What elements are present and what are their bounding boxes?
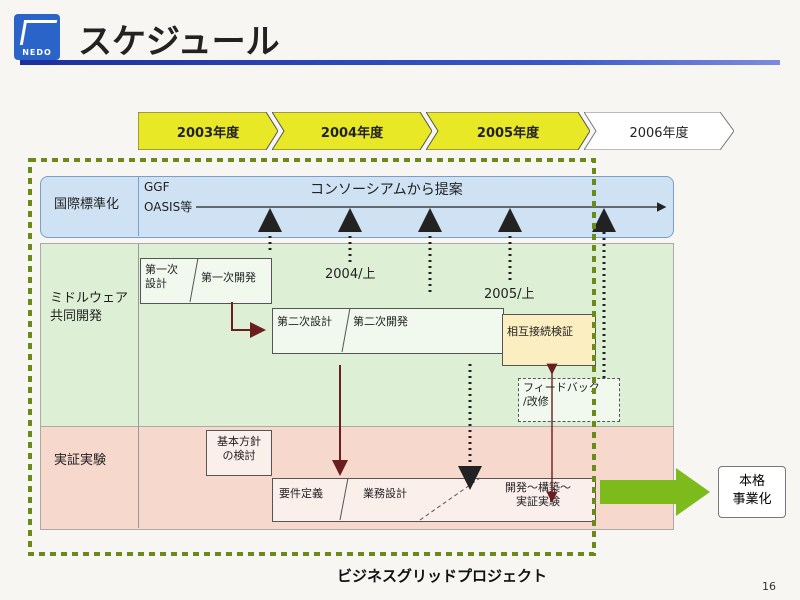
phase1-box: 第一次 設計 第一次開発 <box>140 258 272 304</box>
policy-box: 基本方針 の検討 <box>206 430 272 476</box>
org-ggf: GGF <box>144 180 170 194</box>
lane-divider <box>138 243 139 426</box>
feedback-box: フィードバック /改修 <box>518 378 620 422</box>
consortium-text: コンソーシアムから提案 <box>310 182 463 198</box>
year-2003: 2003年度 <box>138 112 278 150</box>
year-2006: 2006年度 <box>584 112 734 150</box>
logo: NEDO <box>14 14 60 60</box>
lane-label-demo: 実証実験 <box>54 453 107 468</box>
project-label: ビジネスグリッドプロジェクト <box>337 567 548 585</box>
lane-divider <box>138 426 139 528</box>
green-arrow <box>600 468 710 516</box>
lane-label-standard: 国際標準化 <box>54 197 120 212</box>
page-number: 16 <box>762 580 776 593</box>
project-border <box>28 158 596 556</box>
interop-box: 相互接続検証 <box>502 314 596 366</box>
title-underline <box>20 60 780 65</box>
year-2004: 2004年度 <box>272 112 432 150</box>
lane-label-middleware: ミドルウェア 共同開発 <box>50 291 129 324</box>
result-box: 本格 事業化 <box>718 466 786 518</box>
demo-process-box: 要件定義 業務設計 開発～構築～ 実証実験 <box>272 478 596 522</box>
year-2005: 2005年度 <box>426 112 590 150</box>
org-oasis: OASIS等 <box>144 200 193 214</box>
page-title: スケジュール <box>78 22 280 62</box>
milestone-2004: 2004/上 <box>325 267 376 282</box>
phase2-box: 第二次設計 第二次開発 <box>272 308 504 354</box>
milestone-2005: 2005/上 <box>484 287 535 302</box>
lane-divider <box>138 176 139 236</box>
